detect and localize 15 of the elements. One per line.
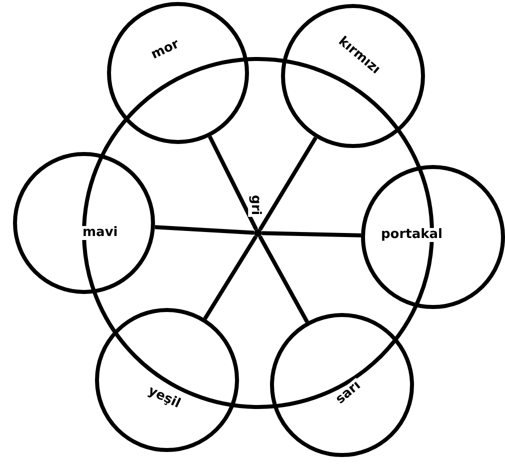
circle [107, 2, 249, 144]
center-label: gri [248, 192, 262, 218]
spoke-line [203, 235, 258, 320]
circle [13, 152, 155, 294]
spoke-line [258, 136, 318, 231]
circle [281, 4, 425, 148]
spoke-line [262, 231, 362, 238]
circle [270, 313, 414, 457]
circle [95, 308, 239, 452]
color-label: mavi [80, 226, 120, 240]
spoke-line [208, 136, 258, 230]
circle [361, 165, 505, 309]
spoke-line [154, 225, 254, 235]
spoke-line [258, 236, 309, 323]
hub-dot [254, 229, 262, 237]
